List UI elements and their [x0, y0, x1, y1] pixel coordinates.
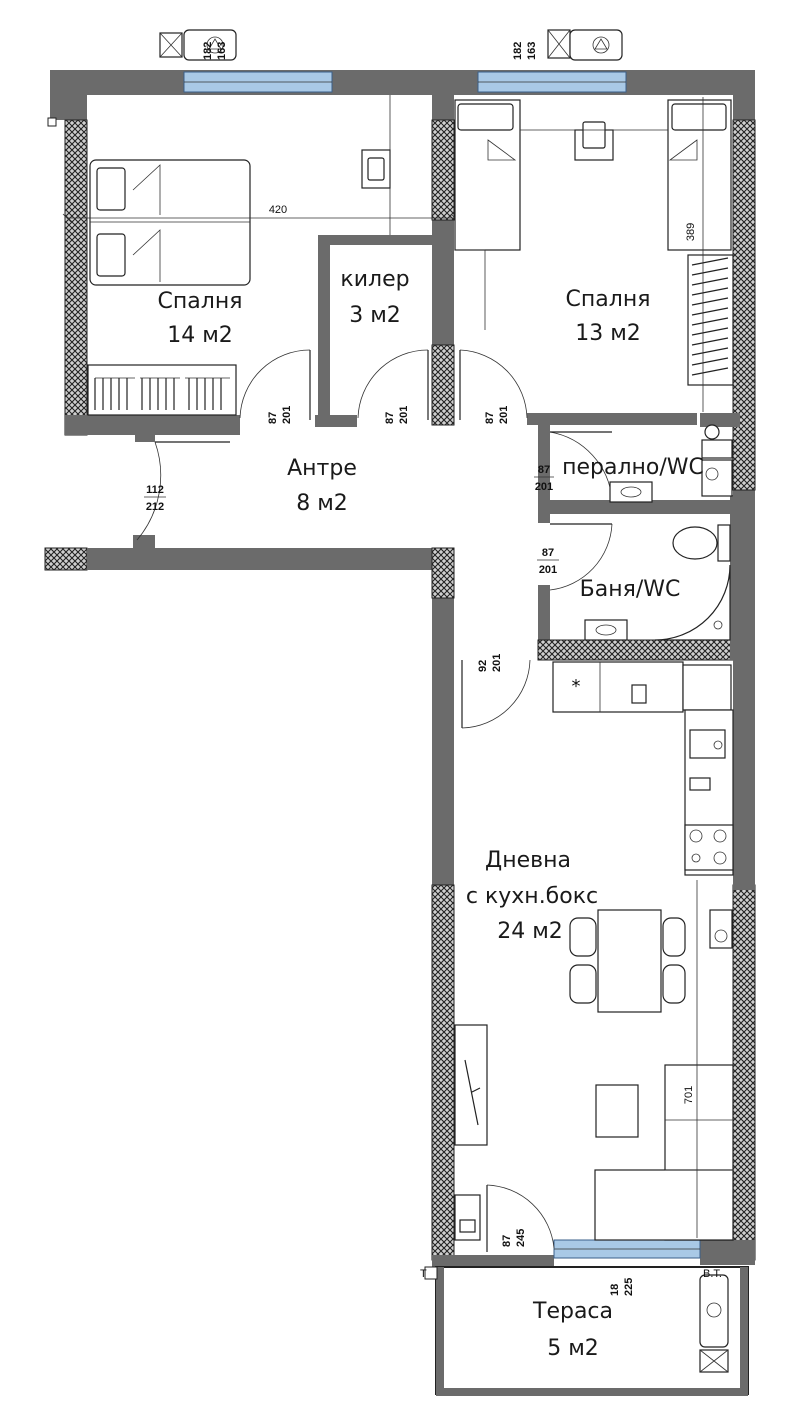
door-terrace[interactable]: 87 245 [486, 1184, 555, 1252]
svg-text:18: 18 [609, 1284, 621, 1296]
room-name-laundry: перално/WC [562, 455, 704, 480]
svg-text:163: 163 [526, 42, 538, 60]
svg-text:182: 182 [202, 42, 214, 60]
room-area-storage: 3 м2 [349, 303, 401, 328]
door-bedroom1[interactable]: 87 201 [239, 349, 311, 424]
room-name-terrace: Тераса [532, 1299, 613, 1324]
washbasin [584, 619, 628, 641]
double-bed [89, 159, 251, 286]
toilet [672, 524, 731, 562]
toilet [701, 424, 733, 459]
dining-table [569, 909, 686, 1013]
door-label: 87 [542, 547, 554, 559]
door-living[interactable]: 92 201 [461, 654, 531, 729]
svg-text:225: 225 [623, 1278, 635, 1296]
door-label: 245 [515, 1229, 527, 1247]
room-name-bath: Баня/WC [580, 577, 681, 602]
door-bedroom2[interactable]: 87 201 [459, 349, 528, 424]
door-label: 201 [281, 406, 293, 424]
dimension-bedroom1-width: 420 [62, 204, 460, 223]
door-bath[interactable]: 87 201 [537, 523, 613, 591]
room-name-living: Дневна [485, 848, 571, 873]
windows [183, 71, 701, 1259]
marker-label: T [420, 1268, 427, 1280]
dimension-label: 701 [683, 1086, 695, 1104]
room-name-bedroom1: Спалня [158, 289, 243, 314]
wardrobe [87, 364, 237, 416]
dimension-label: 389 [685, 223, 697, 241]
wardrobe [687, 254, 734, 386]
room-area-bedroom2: 13 м2 [575, 321, 641, 346]
room-area-living: 24 м2 [497, 919, 563, 944]
door-label: 201 [398, 406, 410, 424]
door-label: 87 [484, 412, 496, 424]
room-name-storage: килер [340, 267, 409, 292]
sofa [594, 1064, 734, 1241]
door-label: 87 [267, 412, 279, 424]
single-bed [454, 99, 521, 330]
door-label: 87 [538, 464, 550, 476]
door-storage[interactable]: 87 201 [357, 349, 429, 424]
room-name-bedroom2: Спалня [566, 287, 651, 312]
room-area-hall: 8 м2 [296, 491, 348, 516]
washing-machine [701, 459, 733, 497]
ac-unit-icon [699, 1274, 729, 1373]
marker-label: B.T. [703, 1268, 722, 1280]
window-dimension: 18 225 [609, 1278, 635, 1296]
window-dimension: 182 163 [512, 42, 538, 60]
door-label: 87 [501, 1235, 513, 1247]
dimension-bedroom2-depth: 389 [685, 97, 704, 412]
room-name-hall: Антре [287, 456, 357, 481]
room-sub-living: с кухн.бокс [466, 884, 598, 909]
svg-text:*: * [572, 676, 581, 697]
tv-unit [454, 1024, 488, 1146]
boiler [454, 1194, 481, 1241]
ac-unit-icon [159, 29, 237, 61]
kitchen-counter: * [552, 661, 734, 949]
coffee-table [595, 1084, 639, 1138]
door-label: 212 [146, 501, 164, 513]
dimension-label: 420 [269, 204, 287, 216]
door-label: 112 [146, 484, 164, 496]
exterior-walls [44, 70, 756, 1396]
door-label: 201 [491, 654, 503, 672]
washbasin [609, 481, 653, 503]
door-label: 201 [498, 406, 510, 424]
door-label: 201 [539, 564, 557, 576]
single-bed [667, 99, 732, 251]
door-entrance[interactable]: 112 212 [136, 441, 230, 541]
room-area-terrace: 5 м2 [547, 1336, 599, 1361]
door-label: 92 [477, 660, 489, 672]
door-label: 201 [535, 481, 553, 493]
svg-text:182: 182 [512, 42, 524, 60]
ac-unit-icon [547, 29, 623, 61]
shower [654, 564, 731, 641]
room-area-bedroom1: 14 м2 [167, 323, 233, 348]
svg-text:163: 163 [216, 42, 228, 60]
desk-chair [361, 95, 391, 235]
window-dimension: 182 163 [202, 42, 228, 60]
door-label: 87 [384, 412, 396, 424]
desk-chair [520, 121, 668, 161]
dimension-living-depth: 701 [683, 880, 698, 1238]
